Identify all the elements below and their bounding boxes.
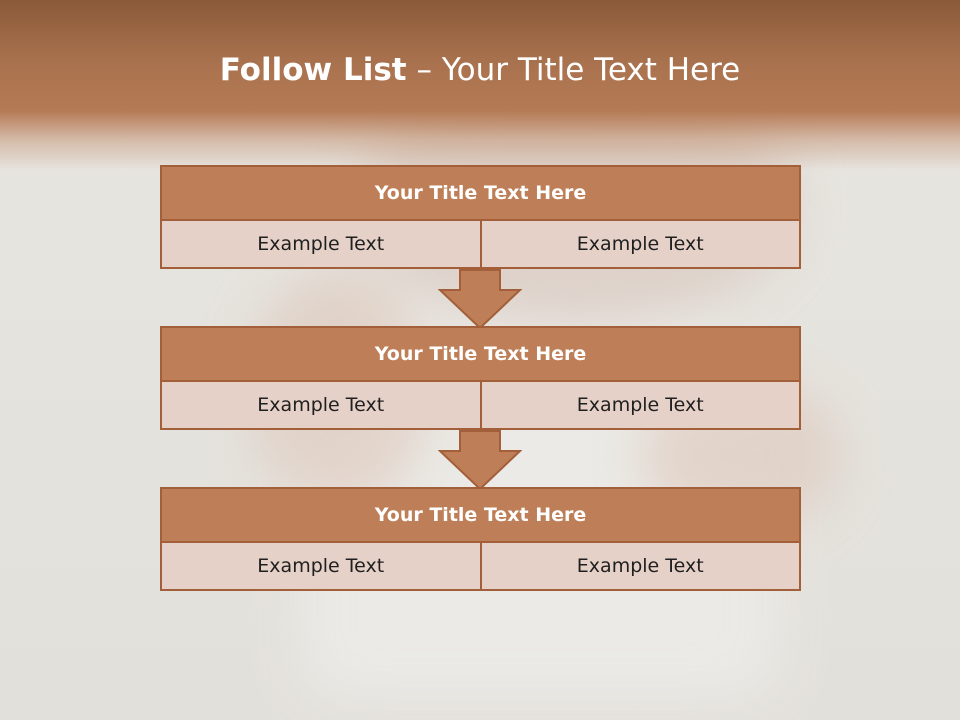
block-cell-left: Example Text	[160, 221, 482, 269]
block-cell-right: Example Text	[479, 382, 801, 430]
block-cell-right: Example Text	[479, 221, 801, 269]
block-row: Example Text Example Text	[160, 382, 801, 430]
block-row: Example Text Example Text	[160, 543, 801, 591]
list-block-1: Your Title Text Here Example Text Exampl…	[160, 165, 801, 269]
block-cell-left: Example Text	[160, 382, 482, 430]
block-title: Your Title Text Here	[160, 487, 801, 543]
block-cell-left: Example Text	[160, 543, 482, 591]
down-arrow-icon	[438, 269, 522, 330]
block-row: Example Text Example Text	[160, 221, 801, 269]
list-block-2: Your Title Text Here Example Text Exampl…	[160, 326, 801, 430]
block-title: Your Title Text Here	[160, 165, 801, 221]
down-arrow-icon	[438, 430, 522, 491]
header-band	[0, 0, 960, 170]
page-title-rest: – Your Title Text Here	[406, 52, 741, 88]
block-cell-right: Example Text	[479, 543, 801, 591]
page-title: Follow List – Your Title Text Here	[0, 52, 960, 88]
block-title: Your Title Text Here	[160, 326, 801, 382]
list-block-3: Your Title Text Here Example Text Exampl…	[160, 487, 801, 591]
page-title-bold: Follow List	[219, 52, 407, 88]
